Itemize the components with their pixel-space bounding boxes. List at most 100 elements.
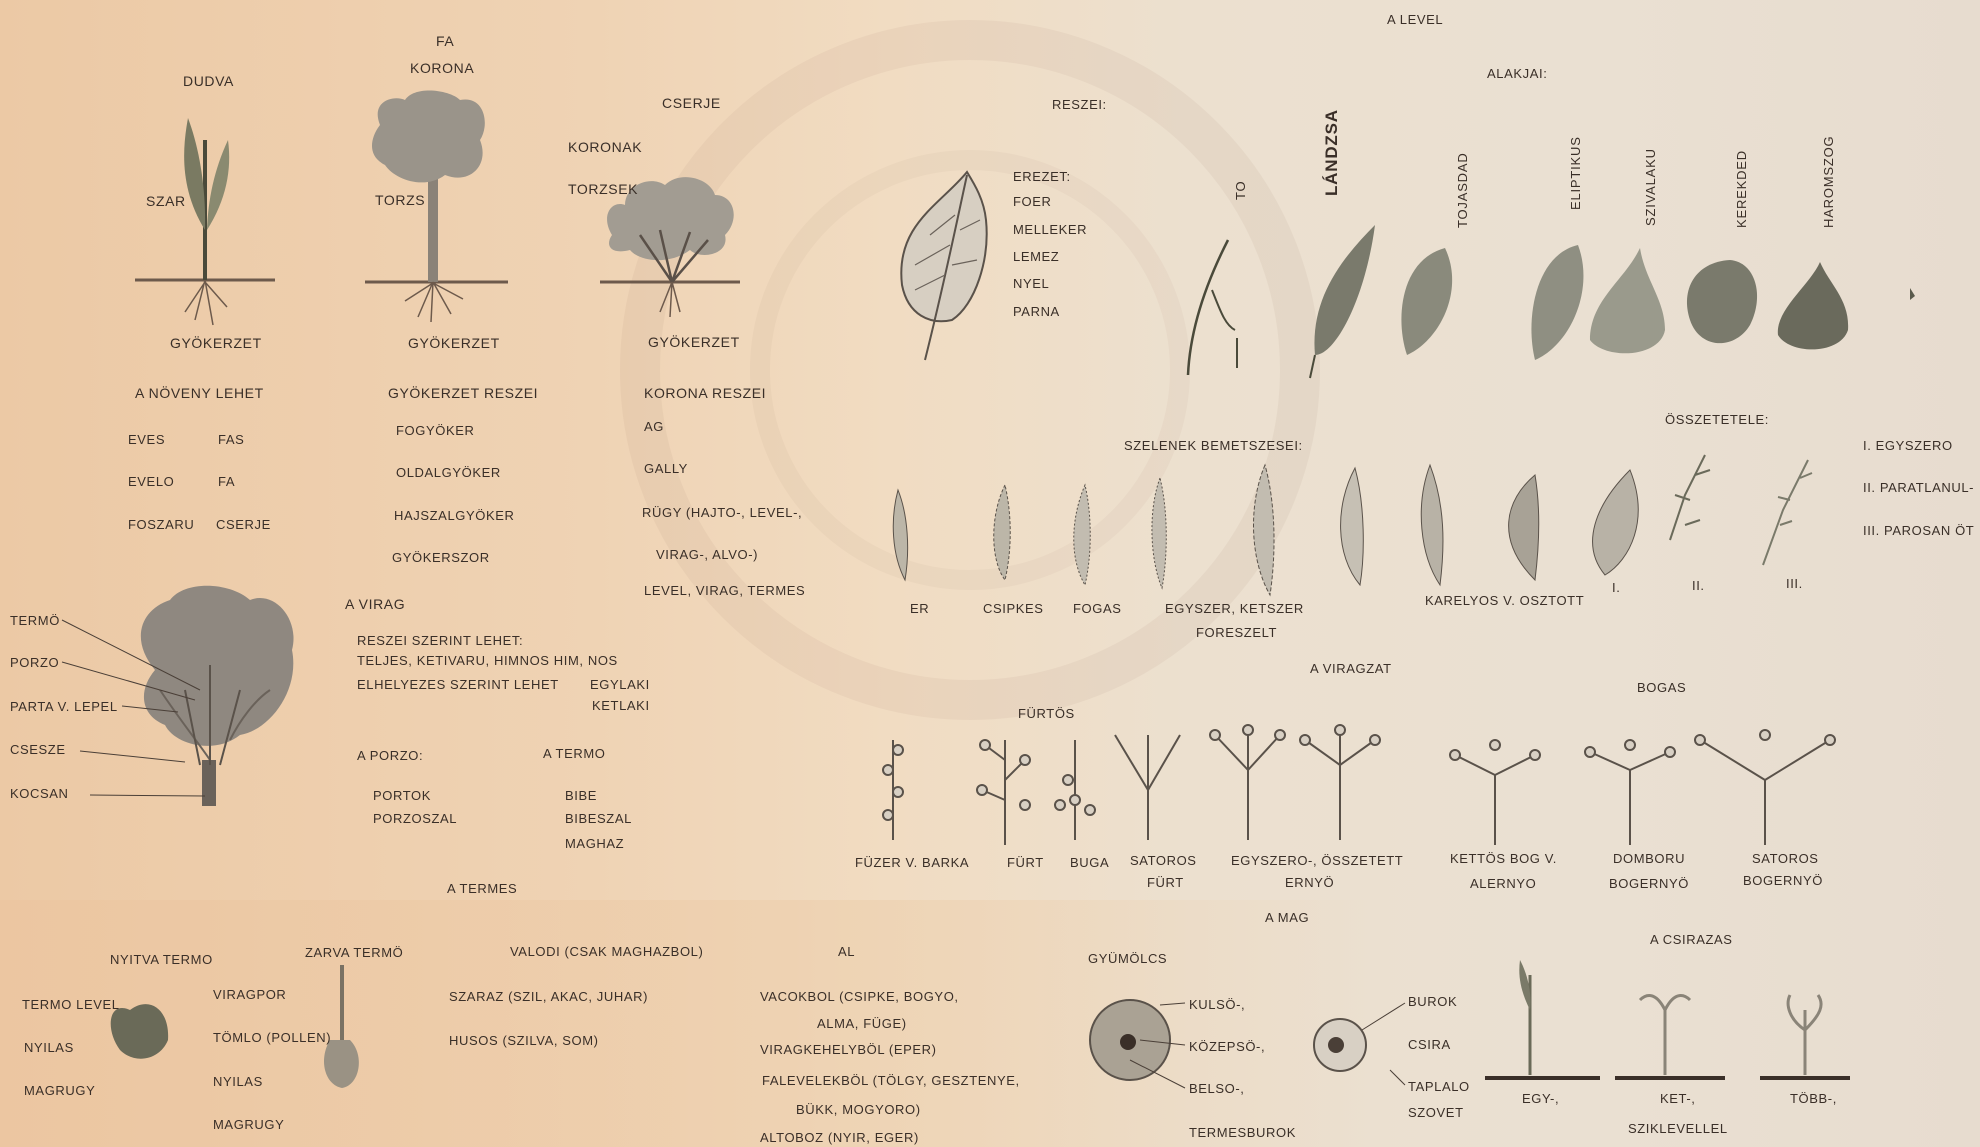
shape-eliptikus: ELIPTIKUS — [1568, 136, 1583, 210]
bogas-label: BOGAS — [1637, 681, 1686, 694]
torzs-label: TORZS — [375, 193, 425, 207]
infl-label: BOGERNYÖ — [1743, 874, 1823, 887]
flower-part-label: PARTA V. LEPEL — [10, 700, 118, 713]
gyumolcs-part: BELSO-, — [1189, 1082, 1245, 1095]
korona-item: GALLY — [644, 462, 688, 475]
korona-label: KORONA — [410, 61, 474, 75]
gyoker-item: HAJSZALGYÖKER — [394, 509, 515, 522]
edge-label: KARELYOS V. OSZTOTT — [1425, 594, 1584, 607]
infl-label: EGYSZERO-, ÖSSZETETT — [1231, 854, 1403, 867]
fruit-left-label: NYILAS — [24, 1041, 74, 1054]
flower-part-label: KOCSAN — [10, 787, 69, 800]
porzo-item: PORTOK — [373, 789, 431, 802]
edge-label: ER — [910, 602, 929, 615]
termesburok-label: TERMESBUROK — [1189, 1126, 1296, 1139]
torzsek-label: TORZSEK — [568, 182, 638, 196]
noveny-item: EVES — [128, 433, 165, 446]
leaf-part-label: MELLEKER — [1013, 223, 1087, 236]
fruit-mid-label: NYILAS — [213, 1075, 263, 1088]
level-title: A LEVEL — [1387, 13, 1443, 26]
leaf-part-label: EREZET: — [1013, 170, 1071, 183]
al-item: BÜKK, MOGYORO) — [796, 1103, 921, 1116]
fruit-mid-label: MAGRUGY — [213, 1118, 284, 1131]
cserje-label: CSERJE — [662, 96, 721, 110]
szelenek-title: SZELENEK BEMETSZESEI: — [1124, 439, 1303, 452]
virag-reszei: RESZEI SZERINT LEHET: — [357, 634, 523, 647]
inflorescence-illustration — [883, 725, 1835, 845]
shape-tojasdad: TOJASDAD — [1455, 152, 1470, 228]
edge-label: FORESZELT — [1196, 626, 1277, 639]
dudva-plant-illustration — [135, 118, 275, 325]
gyoker-item: GYÖKERSZOR — [392, 551, 490, 564]
infl-label: BUGA — [1070, 856, 1109, 869]
korona-item: AG — [644, 420, 664, 433]
mag-title: A MAG — [1265, 911, 1309, 924]
valodi-title: VALODI (CSAK MAGHAZBOL) — [510, 945, 703, 958]
gyumolcs-part: KULSÖ-, — [1189, 998, 1245, 1011]
porzo-item: PORZOSZAL — [373, 812, 457, 825]
fruit-mid-label: TÖMLO (POLLEN) — [213, 1031, 331, 1044]
egy-label: EGY-, — [1522, 1092, 1559, 1105]
sziklevellel-label: SZIKLEVELLEL — [1628, 1122, 1728, 1135]
edge-label: FOGAS — [1073, 602, 1122, 615]
flower-part-label: PORZO — [10, 656, 59, 669]
flower-part-label: CSESZE — [10, 743, 66, 756]
osszetetele-title: ÖSSZETETELE: — [1665, 413, 1769, 426]
alakjai-title: ALAKJAI: — [1487, 67, 1547, 80]
shape-kerekded: KEREKDED — [1734, 150, 1749, 228]
termo-title: A TERMO — [543, 747, 605, 760]
nyitva-termo-label: NYITVA TERMO — [110, 953, 213, 966]
fa-label: FA — [436, 34, 454, 48]
level-reszei-title: RESZEI: — [1052, 98, 1107, 111]
al-item: VACOKBOL (CSIPKE, BOGYO, — [760, 990, 959, 1003]
infl-label: FÜRT — [1147, 876, 1184, 889]
fruit-left-label: MAGRUGY — [24, 1084, 95, 1097]
gyumolcs-title: GYÜMÖLCS — [1088, 952, 1167, 965]
al-title: AL — [838, 945, 855, 958]
virag-line2b: EGYLAKI — [590, 678, 650, 691]
shape-landzsa: LÁNDZSA — [1322, 109, 1342, 196]
noveny-item: FOSZARU — [128, 518, 194, 531]
termo-item: BIBE — [565, 789, 597, 802]
al-item: VIRAGKEHELYBÖL (EPER) — [760, 1043, 937, 1056]
gyoker-item: FOGYÖKER — [396, 424, 474, 437]
termo-item: BIBESZAL — [565, 812, 632, 825]
gyumolcs-part: KÖZEPSÖ-, — [1189, 1040, 1265, 1053]
roman-label: III. — [1786, 577, 1803, 590]
edge-label: EGYSZER, KETSZER — [1165, 602, 1304, 615]
flower-part-label: TERMÖ — [10, 614, 60, 627]
fruit-left-label: TERMO LEVEL — [22, 998, 120, 1011]
csirazas-title: A CSIRAZAS — [1650, 933, 1733, 946]
valodi-item: HUSOS (SZILVA, SOM) — [449, 1034, 599, 1047]
leaf-part-label: NYEL — [1013, 277, 1049, 290]
al-item: ALMA, FÜGE) — [817, 1017, 907, 1030]
virag-line2a: ELHELYEZES SZERINT LEHET — [357, 678, 559, 691]
noveny-title: A NÖVENY LEHET — [135, 386, 264, 400]
korona-item: LEVEL, VIRAG, TERMES — [644, 584, 805, 597]
seed-part: CSIRA — [1408, 1038, 1451, 1051]
shape-to: TO — [1233, 181, 1248, 200]
fruit-mid-label: VIRAGPOR — [213, 988, 286, 1001]
roman-label: I. — [1612, 581, 1620, 594]
valodi-item: SZARAZ (SZIL, AKAC, JUHAR) — [449, 990, 648, 1003]
dudva-label: DUDVA — [183, 74, 234, 88]
virag-title: A VIRAG — [345, 597, 405, 611]
infl-label: SATOROS — [1130, 854, 1197, 867]
viragzat-title: A VIRAGZAT — [1310, 662, 1392, 675]
infl-label: FÜZER V. BARKA — [855, 856, 969, 869]
infl-label: SATOROS — [1752, 852, 1819, 865]
ket-label: KET-, — [1660, 1092, 1696, 1105]
virag-line3: KETLAKI — [592, 699, 650, 712]
gyokerzet-label-2: GYÖKERZET — [408, 336, 500, 350]
infl-label: KETTÖS BOG V. — [1450, 852, 1557, 865]
infl-label: FÜRT — [1007, 856, 1044, 869]
shape-szivalaku: SZIVALAKU — [1643, 148, 1658, 226]
tobb-label: TÖBB-, — [1790, 1092, 1837, 1105]
korona-item: VIRAG-, ALVO-) — [656, 548, 758, 561]
termo-item: MAGHAZ — [565, 837, 624, 850]
korona-item: RÜGY (HAJTO-, LEVEL-, — [642, 506, 802, 519]
koronak-label: KORONAK — [568, 140, 642, 154]
leaf-part-label: FOER — [1013, 195, 1052, 208]
furtos-label: FÜRTÖS — [1018, 707, 1075, 720]
infl-label: ERNYÖ — [1285, 876, 1334, 889]
